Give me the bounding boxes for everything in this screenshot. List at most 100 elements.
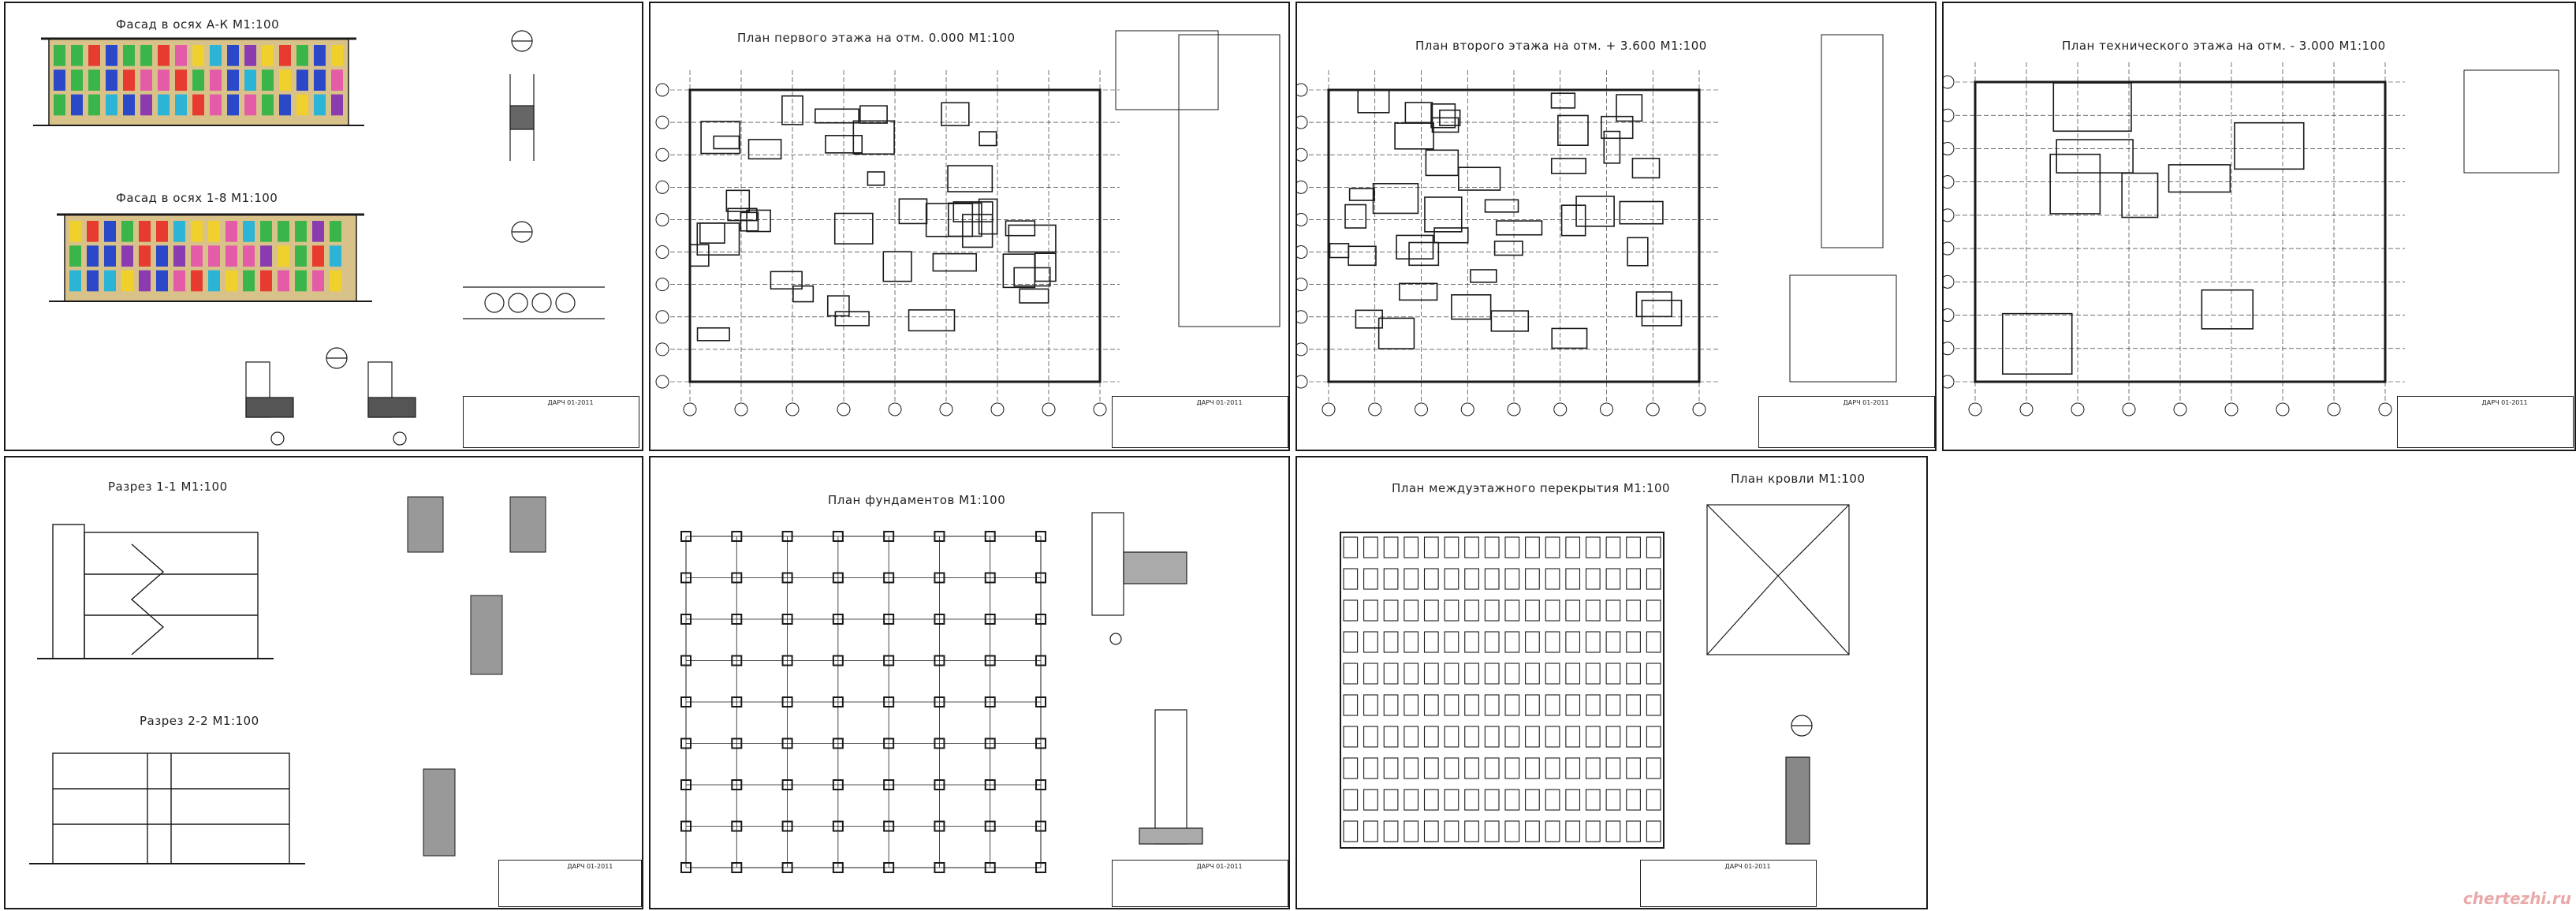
facade-window bbox=[226, 270, 237, 292]
axis-bubble bbox=[1297, 245, 1308, 259]
sheet-foundations: План фундаментов М1:100 ДАРЧ 01-2011 bbox=[649, 456, 1290, 909]
facade-window bbox=[104, 270, 116, 292]
room-wall bbox=[882, 251, 912, 282]
slab-panel bbox=[1605, 820, 1621, 842]
slab-panel bbox=[1646, 568, 1661, 590]
slab-panel bbox=[1383, 599, 1399, 622]
facade-drawings bbox=[33, 30, 605, 446]
facade-window bbox=[139, 270, 151, 292]
slab-panel bbox=[1444, 726, 1459, 748]
section-11-title: Разрез 1-1 М1:100 bbox=[108, 480, 228, 494]
slab-panel bbox=[1404, 757, 1419, 779]
sheet-second-floor: План второго этажа на отм. + 3.600 М1:10… bbox=[1295, 2, 1937, 451]
slab-panel bbox=[1423, 694, 1439, 716]
room-wall bbox=[1495, 220, 1543, 236]
facade-window bbox=[123, 69, 135, 91]
room-wall bbox=[908, 309, 956, 332]
slab-panel bbox=[1383, 663, 1399, 685]
facade-window bbox=[71, 94, 83, 116]
room-wall bbox=[1470, 269, 1497, 283]
axis-bubble bbox=[1093, 402, 1107, 416]
room-wall bbox=[1372, 183, 1419, 215]
facade-window bbox=[278, 245, 289, 267]
slab-panel bbox=[1343, 631, 1359, 653]
facade-window bbox=[279, 94, 291, 116]
facade-window bbox=[296, 94, 308, 116]
axis-bubble bbox=[1944, 108, 1955, 122]
slab-panel bbox=[1383, 757, 1399, 779]
room-wall bbox=[825, 135, 863, 154]
facade-ak-elevation bbox=[33, 37, 364, 126]
facade-window bbox=[104, 245, 116, 267]
axis-bubble bbox=[1297, 180, 1308, 194]
slab-panel bbox=[1545, 599, 1560, 622]
slab-panel bbox=[1605, 789, 1621, 811]
room-wall bbox=[1430, 103, 1456, 129]
slab-panel bbox=[1605, 663, 1621, 685]
room-wall bbox=[2056, 139, 2134, 174]
slab-panel bbox=[1585, 599, 1601, 622]
foundation-details bbox=[1091, 512, 1203, 845]
slab-panel bbox=[1404, 599, 1419, 622]
slab-panel bbox=[1464, 663, 1479, 685]
slab-panel bbox=[1585, 789, 1601, 811]
room-wall bbox=[947, 165, 993, 192]
title-block: ДАРЧ 01-2011 bbox=[2397, 396, 2574, 448]
slab-panel bbox=[1626, 568, 1641, 590]
sheet-sections: Разрез 1-1 М1:100 Разрез 2-2 М1:100 ДАРЧ… bbox=[4, 456, 643, 909]
room-wall bbox=[1355, 309, 1384, 329]
axis-bubble bbox=[1297, 115, 1308, 129]
facade-window bbox=[123, 45, 135, 66]
room-wall bbox=[979, 131, 997, 147]
axis-bubble bbox=[2071, 402, 2085, 416]
slab-panel bbox=[1404, 820, 1419, 842]
axis-bubble bbox=[1944, 175, 1955, 189]
facade-window bbox=[158, 94, 170, 116]
slab-panel bbox=[1423, 568, 1439, 590]
room-wall bbox=[1357, 89, 1390, 114]
title-block: ДАРЧ 01-2011 bbox=[498, 860, 642, 907]
slab-panel bbox=[1444, 663, 1459, 685]
room-wall bbox=[1433, 227, 1469, 244]
facade-window bbox=[279, 69, 291, 91]
facade-window bbox=[312, 245, 324, 267]
room-wall bbox=[1484, 199, 1519, 213]
axis-bubble bbox=[655, 83, 669, 97]
slab-panel bbox=[1343, 789, 1359, 811]
facade-window bbox=[192, 45, 204, 66]
slab-panel bbox=[1646, 820, 1661, 842]
facade-window bbox=[191, 245, 203, 267]
slab-panel bbox=[1404, 694, 1419, 716]
room-wall bbox=[700, 121, 741, 155]
slab-panel bbox=[1565, 789, 1581, 811]
facade-window bbox=[208, 245, 220, 267]
facade-window bbox=[69, 221, 81, 242]
slab-panel bbox=[1444, 694, 1459, 716]
room-wall bbox=[725, 189, 751, 212]
facade-window bbox=[331, 45, 343, 66]
facade-window bbox=[88, 45, 100, 66]
room-wall bbox=[1408, 241, 1440, 267]
slab-panel bbox=[1565, 726, 1581, 748]
slab-panel bbox=[1565, 694, 1581, 716]
axis-bubble bbox=[2276, 402, 2290, 416]
facade-window bbox=[54, 45, 65, 66]
facade-window bbox=[208, 270, 220, 292]
axis-bubble bbox=[1507, 402, 1521, 416]
slab-panel bbox=[1444, 568, 1459, 590]
room-wall bbox=[898, 198, 928, 225]
facade-window bbox=[192, 94, 204, 116]
facade-window bbox=[156, 245, 168, 267]
facade-window bbox=[175, 69, 187, 91]
slab-panel bbox=[1525, 631, 1540, 653]
facade-window bbox=[140, 94, 152, 116]
slab-panel bbox=[1585, 536, 1601, 558]
slab-panel bbox=[1423, 599, 1439, 622]
facade-window bbox=[173, 221, 185, 242]
slab-panel bbox=[1626, 789, 1641, 811]
slab-title: План междуэтажного перекрытия М1:100 bbox=[1392, 481, 1671, 495]
sheet-slab-roof: План междуэтажного перекрытия М1:100 Пла… bbox=[1295, 456, 1928, 909]
slab-panel bbox=[1464, 757, 1479, 779]
room-wall bbox=[1424, 196, 1463, 233]
slab-panel bbox=[1363, 599, 1378, 622]
